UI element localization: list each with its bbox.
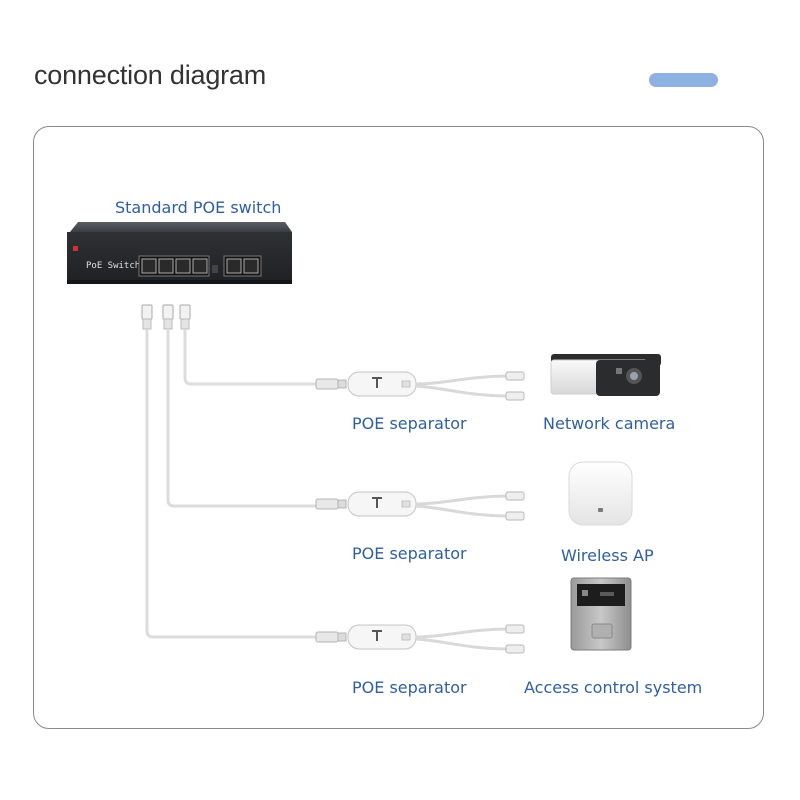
separator-label-3: POE separator bbox=[352, 678, 467, 697]
separator-label-2: POE separator bbox=[352, 544, 467, 563]
separator-label-1: POE separator bbox=[352, 414, 467, 433]
device-label-camera: Network camera bbox=[543, 414, 676, 433]
poe-switch-icon: PoE Switch bbox=[67, 222, 292, 284]
access-control-icon bbox=[570, 577, 632, 651]
cables bbox=[145, 329, 316, 639]
page-title: connection diagram bbox=[34, 60, 267, 90]
camera-icon bbox=[550, 354, 661, 396]
accent-pill bbox=[649, 73, 718, 87]
poe-separator-3 bbox=[314, 623, 526, 655]
rj45-plugs bbox=[141, 304, 191, 330]
diagram-panel bbox=[33, 126, 764, 729]
poe-separator-1 bbox=[314, 370, 526, 402]
wireless-ap-icon bbox=[568, 461, 633, 526]
device-label-ap: Wireless AP bbox=[561, 546, 654, 565]
switch-brand-text: PoE Switch bbox=[86, 261, 140, 271]
poe-separator-2 bbox=[314, 490, 526, 522]
device-label-access: Access control system bbox=[524, 678, 703, 697]
switch-label: Standard POE switch bbox=[115, 198, 282, 217]
